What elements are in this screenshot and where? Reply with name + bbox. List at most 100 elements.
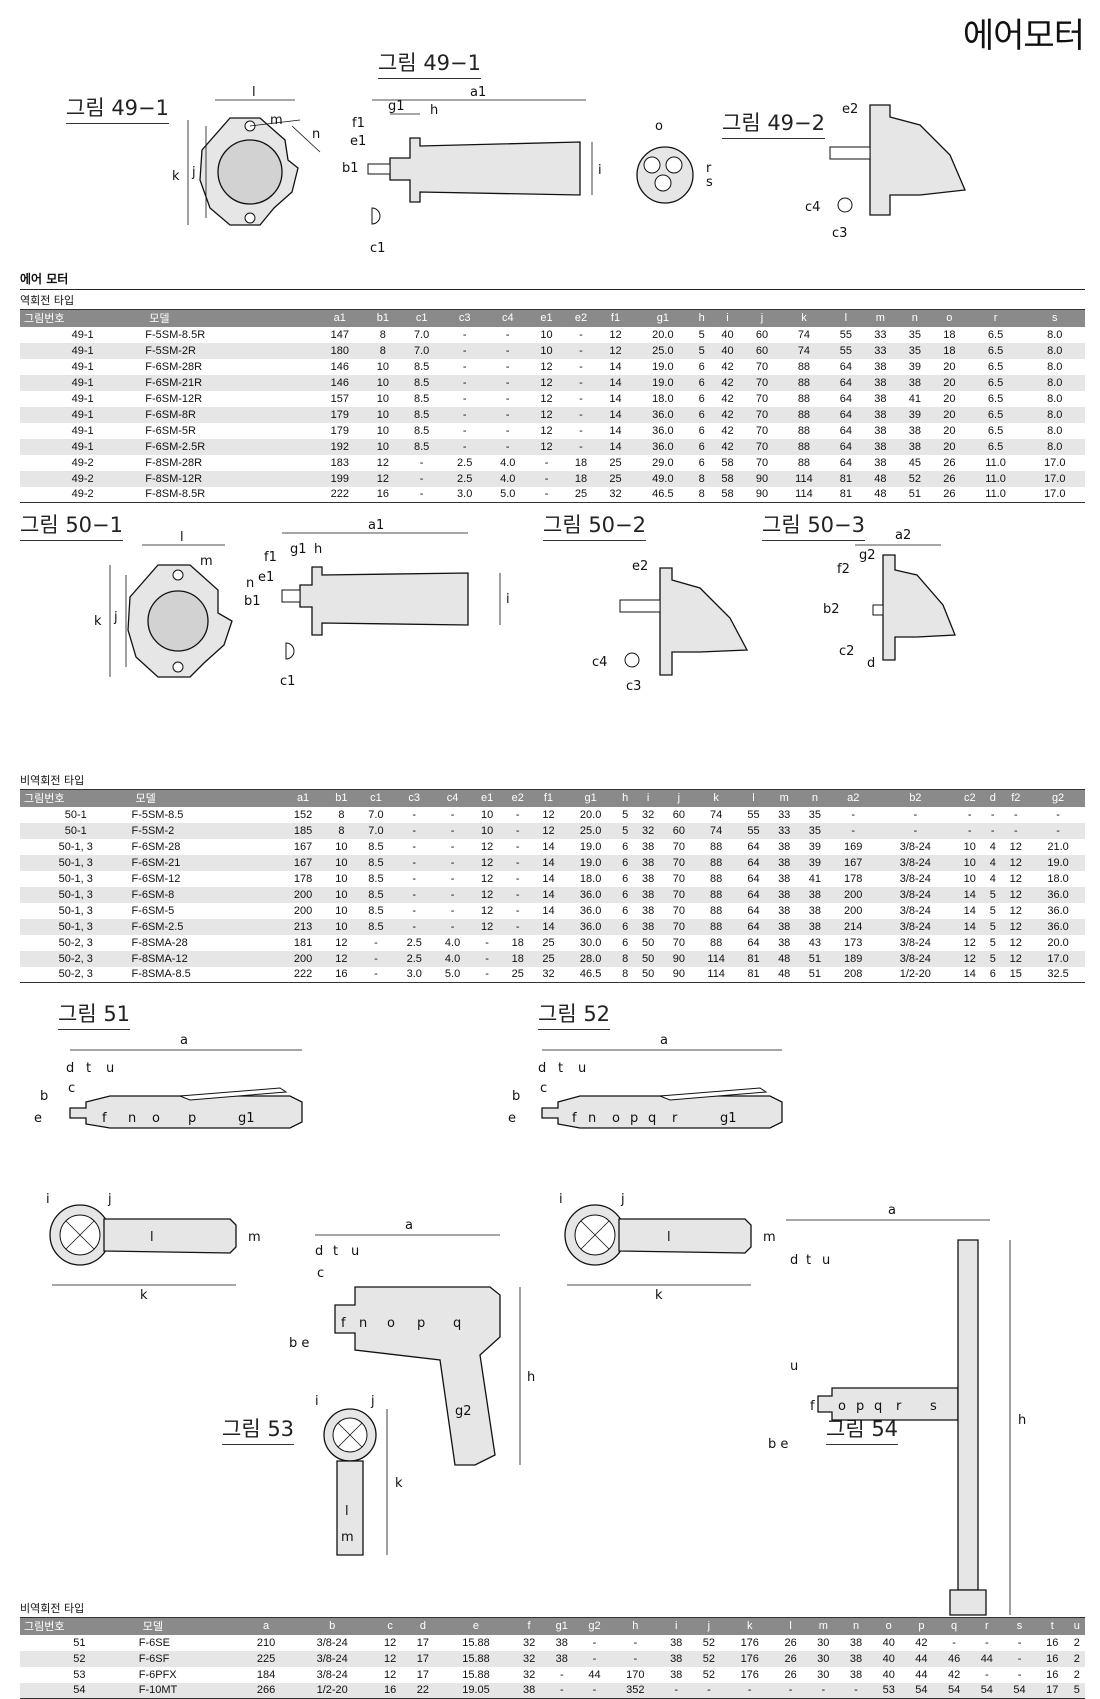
table-cell: 6: [617, 918, 633, 935]
table-cell: F-8SM-28R: [145, 456, 203, 469]
dim-b1-50: b1: [244, 594, 261, 609]
table-cell: F-10MT: [138, 1682, 242, 1699]
table-cell: 90: [663, 950, 695, 967]
table-cell: -: [876, 822, 955, 839]
dim-p-51: p: [188, 1111, 196, 1126]
table-cell: 29.0: [652, 456, 674, 469]
table-cell: -: [544, 456, 549, 469]
dim-n-53: n: [359, 1316, 367, 1331]
table-cell: 38: [863, 374, 898, 391]
figure-label-50-1: 그림 50−1: [20, 509, 123, 541]
table-cell: -: [433, 918, 472, 935]
table-cell: 12: [480, 904, 494, 917]
table-cell: -: [984, 1668, 989, 1681]
table-cell: 8: [617, 950, 633, 967]
motor-drawing-50-2: e2 c4 c3: [592, 559, 749, 694]
dim-j-50: j: [113, 610, 118, 625]
table-cell: 88: [779, 374, 829, 391]
table-cell: 12: [471, 918, 503, 935]
table-cell: F-6PFX: [138, 1668, 177, 1681]
table-cell: 7.0: [400, 342, 444, 359]
table-cell: 38: [768, 886, 800, 903]
table-cell: 16: [1035, 1650, 1069, 1667]
dim-c1-50: c1: [280, 674, 295, 689]
table-cell: 41: [908, 392, 921, 405]
table-cell: 25: [542, 936, 555, 949]
dim-i-50: i: [506, 592, 510, 607]
table-cell: 38: [632, 886, 664, 903]
table-cell: 8.5: [356, 918, 396, 935]
dim-c-51: c: [68, 1081, 75, 1096]
table-cell: 50-1, 3: [58, 840, 93, 853]
table-cell: 146: [313, 374, 366, 391]
table-cell: 38: [863, 406, 898, 423]
column-header: g2: [1031, 789, 1085, 807]
table-cell: -: [954, 822, 986, 839]
table-cell: 2: [1068, 1650, 1085, 1667]
table-cell: 18: [563, 470, 599, 487]
table-cell: 7.0: [356, 822, 396, 839]
table-cell: 54: [20, 1682, 139, 1699]
table-cell: 70: [744, 406, 780, 423]
table-cell: 6.5: [966, 438, 1025, 455]
table-cell: 14: [954, 918, 986, 935]
dim-t-51: t: [86, 1061, 91, 1076]
column-header: j: [744, 309, 780, 327]
dim-j-53: j: [370, 1394, 375, 1409]
table-cell: 36.0: [632, 438, 694, 455]
table-cell: 50-2, 3: [58, 936, 93, 949]
table-cell: 38: [778, 904, 791, 917]
table-cell: 50: [642, 936, 655, 949]
dim-c1: c1: [370, 241, 385, 256]
column-header: 모델: [138, 1617, 242, 1635]
table-cell: 55: [738, 822, 769, 839]
column-header: r: [970, 1617, 1004, 1635]
page-title: 에어모터: [962, 16, 1085, 56]
column-header: k: [725, 1617, 775, 1635]
table-cell: -: [462, 360, 467, 373]
table-cell: 178: [293, 872, 313, 885]
column-header: k: [694, 789, 739, 807]
table-cell: 74: [779, 342, 829, 359]
table-cell: -: [610, 1650, 660, 1667]
table-cell: -: [412, 872, 417, 885]
table-cell: 14: [542, 904, 555, 917]
table-cell: F-5SM-2R: [145, 342, 314, 359]
column-header: n: [839, 1617, 873, 1635]
table-cell: 38: [799, 886, 831, 903]
table-cell: 70: [672, 904, 685, 917]
table-cell: 35: [799, 822, 831, 839]
table-cell: 15: [1000, 966, 1032, 983]
table-cell: -: [579, 424, 583, 437]
dim-f-54: f: [810, 1399, 815, 1414]
table-cell: 38: [863, 438, 898, 455]
dim-a-51: a: [180, 1033, 188, 1048]
column-header: l: [828, 309, 864, 327]
table-cell: 10: [963, 840, 976, 853]
table-cell: 40: [872, 1650, 906, 1667]
table-cell: 88: [779, 438, 829, 455]
dim-e2-50: e2: [632, 559, 648, 574]
dim-h: h: [430, 103, 438, 118]
table-cell: -: [633, 1636, 638, 1649]
table-cell: F-6SM-5: [131, 904, 175, 917]
table-cell: 81: [828, 470, 864, 487]
table-cell: 38: [632, 918, 664, 935]
table-cell: 12: [1000, 918, 1032, 935]
table-cell: 52: [20, 1650, 139, 1667]
table-cell: 49-1: [71, 424, 94, 437]
table-cell: 14: [609, 392, 622, 405]
dim-p-52: p: [630, 1111, 638, 1126]
table-cell: 44: [970, 1650, 1004, 1667]
dim-a2: a2: [895, 528, 911, 543]
figure-label-52: 그림 52: [538, 998, 611, 1030]
dim-l-52: l: [667, 1230, 671, 1245]
table-cell: 8.5: [413, 424, 430, 437]
table-cell: 38: [874, 392, 887, 405]
dim-j: j: [191, 165, 196, 180]
table-cell: 33: [768, 822, 800, 839]
table-cell: 12: [542, 808, 555, 821]
